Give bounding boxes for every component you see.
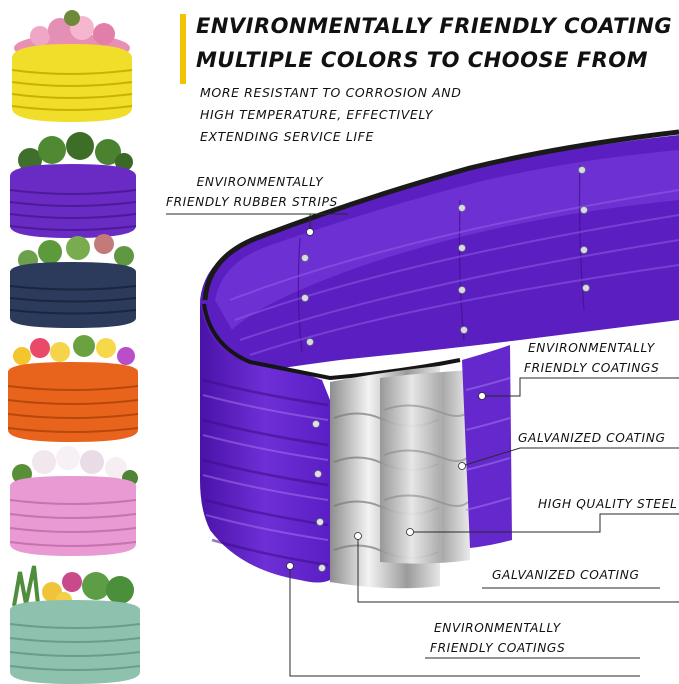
bed-thumbnail-orange [7,335,139,442]
bed-thumbnail-pink [9,446,138,556]
subtext-line-1: MORE RESISTANT TO CORROSION AND [200,85,462,100]
callout-coatings-top: ENVIRONMENTALLY FRIENDLY COATINGS [524,338,659,378]
bed-thumbnail-navy [9,234,137,328]
accent-bar [180,14,186,84]
subtext: MORE RESISTANT TO CORROSION AND HIGH TEM… [200,82,461,148]
headline-line-2: MULTIPLE COLORS TO CHOOSE FROM [196,48,649,72]
headline-line-1: ENVIRONMENTALLY FRIENDLY COATING [196,14,673,38]
callout-coatings-bottom-line-1: ENVIRONMENTALLY [434,621,561,635]
callout-galvanized-2: GALVANIZED COATING [492,568,640,582]
bed-thumbnail-yellow [11,10,133,122]
callout-steel: HIGH QUALITY STEEL [538,497,678,511]
callout-coatings-top-line-1: ENVIRONMENTALLY [528,341,655,355]
callout-coatings-bottom-line-2: FRIENDLY COATINGS [430,641,566,655]
callout-galvanized-1: GALVANIZED COATING [518,431,666,445]
callout-lines [166,213,679,677]
callout-rubber-strips-line-2: FRIENDLY RUBBER STRIPS [166,195,338,209]
callout-rubber-strips: ENVIRONMENTALLY FRIENDLY RUBBER STRIPS [166,172,338,212]
callout-dots [286,228,486,570]
subtext-line-3: EXTENDING SERVICE LIFE [200,129,374,144]
callout-coatings-bottom: ENVIRONMENTALLY FRIENDLY COATINGS [430,618,565,658]
callout-rubber-strips-line-1: ENVIRONMENTALLY [196,175,324,189]
subtext-line-2: HIGH TEMPERATURE, EFFECTIVELY [200,107,434,122]
bed-thumbnail-purple [9,132,137,238]
callout-coatings-top-line-2: FRIENDLY COATINGS [524,361,660,375]
bed-thumbnail-sage [9,565,141,684]
